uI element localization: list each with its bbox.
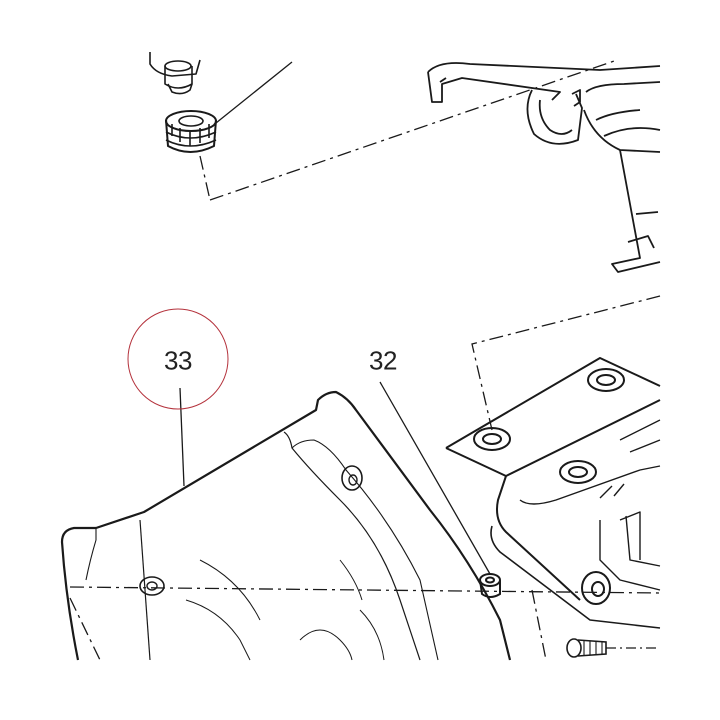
callout-label-33: 33: [164, 345, 192, 376]
callout-label-32: 32: [369, 345, 397, 376]
cover-panel-icon: [60, 387, 547, 661]
handle-assembly-icon: [427, 62, 661, 273]
nut-icon: [149, 52, 618, 201]
centerline-routes: [69, 295, 661, 594]
callout-highlight-circle: [127, 308, 229, 410]
grommet-icon: [379, 381, 501, 598]
bracket-frame-icon: [445, 357, 661, 629]
screw-icon: [566, 638, 660, 658]
